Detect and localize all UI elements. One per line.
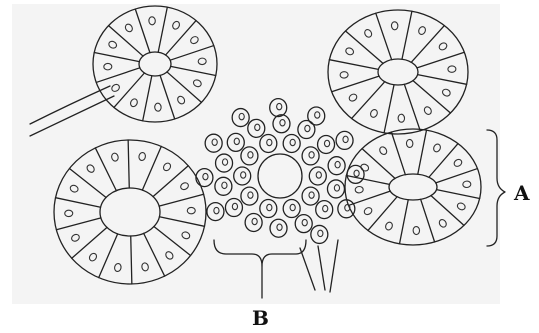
label-b: B <box>252 306 269 330</box>
label-a: A <box>513 181 530 205</box>
